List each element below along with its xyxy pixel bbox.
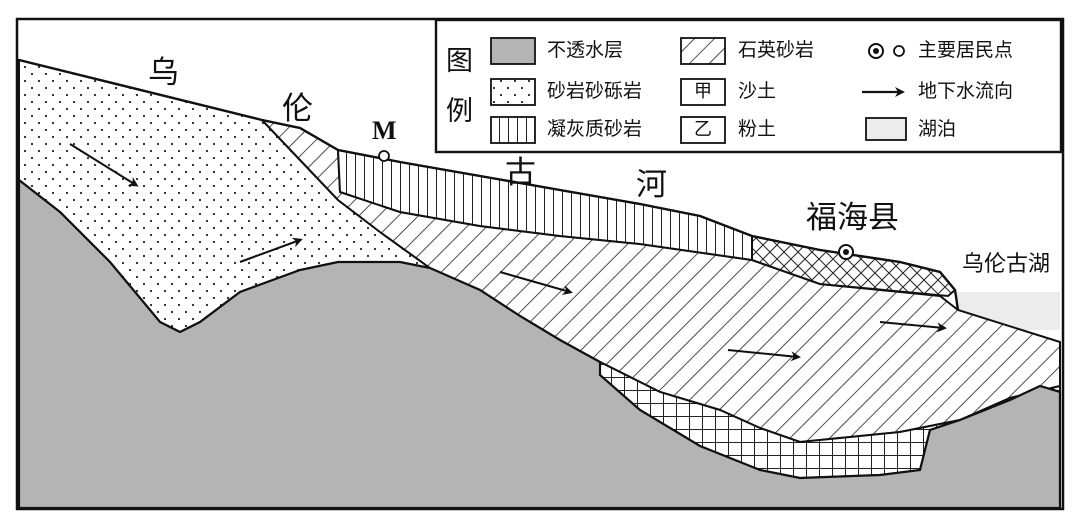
- legend-label-flow-direction: 地下水流向: [918, 80, 1014, 102]
- flow-arrow: [69, 143, 139, 187]
- legend-swatch-silt: [680, 116, 726, 144]
- point-m-marker: [378, 150, 390, 162]
- legend-label-tuff-sandstone: 凝灰质砂岩: [547, 118, 643, 140]
- legend-small-point-icon: [893, 45, 905, 57]
- legend-swatch-sandstone-conglomerate: [490, 78, 536, 106]
- flow-arrow: [879, 321, 947, 333]
- flow-arrow: [727, 349, 801, 362]
- legend-label-quartz-sandstone: 石英砂岩: [738, 39, 815, 61]
- label-wu: 乌: [148, 55, 179, 91]
- legend-label-sandstone-conglomerate: 砂岩砂砾岩: [547, 80, 643, 102]
- legend-title-bottom: 例: [446, 96, 473, 127]
- legend-label-impermeable: 不透水层: [547, 39, 624, 61]
- label-he: 河: [636, 167, 667, 203]
- label-lake: 乌伦古湖: [962, 252, 1051, 277]
- label-gu: 古: [505, 155, 536, 191]
- legend-label-lake: 湖泊: [918, 118, 957, 140]
- label-fuhai: 福海县: [806, 200, 899, 236]
- legend-swatch-tuff-sandstone: [490, 116, 536, 144]
- legend-swatch-impermeable: [490, 37, 536, 65]
- label-lun: 伦: [282, 91, 313, 127]
- legend-swatch-lake: [865, 117, 907, 141]
- fuhai-residence-dot: [843, 249, 849, 255]
- legend-label-silt: 粉土: [738, 118, 777, 140]
- legend-title-top: 图: [446, 46, 473, 77]
- flow-arrow: [239, 237, 303, 263]
- legend-swatch-quartz-sandstone: [680, 37, 726, 65]
- legend-box-label-jia: 甲: [694, 81, 712, 102]
- label-point-m: M: [372, 116, 397, 145]
- legend-label-sandy-soil: 沙土: [738, 80, 777, 102]
- legend-box-label-yi: 乙: [694, 119, 712, 140]
- legend-residence-dot: [873, 48, 879, 54]
- legend-label-residence: 主要居民点: [918, 39, 1014, 61]
- legend-box: [434, 18, 1063, 154]
- ground-surface-line: [18, 58, 960, 311]
- legend-swatch-sandy-soil: [680, 78, 726, 106]
- flow-arrow: [499, 271, 573, 295]
- impermeable-layer: [17, 177, 1062, 510]
